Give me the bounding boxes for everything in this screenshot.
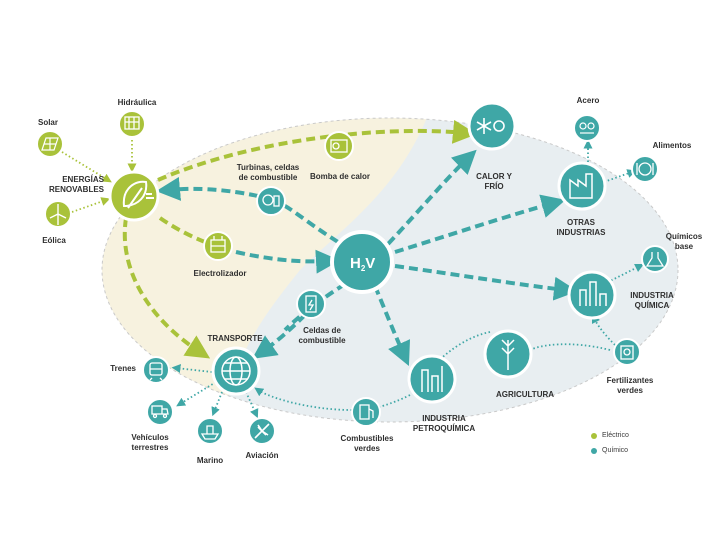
snowflake-sun-icon (476, 118, 505, 134)
label-otras: OTRAS INDUSTRIAS (556, 218, 606, 237)
label-marino: Marino (196, 456, 224, 465)
node-trenes (142, 356, 170, 384)
steel-icon (579, 122, 595, 134)
node-quimicos-base (641, 245, 669, 273)
label-petroquimica: INDUSTRIA PETROQUÍMICA (412, 414, 476, 433)
label-renovables: ENERGÍAS RENOVABLES (49, 175, 104, 194)
label-agricultura: AGRICULTURA (495, 390, 555, 399)
node-marino (196, 417, 224, 445)
fuel-cell-turbine-icon (262, 194, 280, 207)
plug-leaf-icon (122, 180, 154, 209)
label-fertilizantes: Fertilizantes verdes (606, 376, 654, 395)
label-aviacion: Aviación (245, 451, 279, 460)
label-solar: Solar (37, 118, 58, 127)
label-bomba: Bomba de calor (309, 172, 370, 181)
node-transporte (211, 346, 261, 396)
label-quimicos-base: Químicos base (665, 232, 703, 251)
node-alimentos (631, 155, 659, 183)
label-acero: Acero (576, 96, 600, 105)
node-eolica (44, 200, 72, 228)
label-eolica: Eólica (42, 236, 66, 245)
legend-chemical-label: Químico (602, 447, 629, 454)
truck-icon (151, 405, 169, 419)
node-vehiculos (146, 398, 174, 426)
electric-flows (122, 119, 477, 359)
node-bomba (324, 131, 354, 161)
label-alimentos: Alimentos (652, 141, 692, 150)
wheat-icon (501, 339, 515, 370)
electrolyzer-icon (210, 236, 226, 253)
train-icon (149, 362, 163, 381)
chemical-flows (156, 149, 578, 366)
heat-pump-icon (330, 139, 348, 153)
legend-electric-label: Eléctrico (602, 432, 629, 439)
label-turbinas: Turbinas, celdas de combustible (236, 163, 300, 182)
node-hidraulica (118, 110, 146, 138)
legend-electric-dot (591, 433, 597, 439)
food-icon (636, 162, 654, 176)
node-celdas (296, 289, 326, 319)
airplane-icon (254, 423, 270, 439)
label-industria-quimica: INDUSTRIA QUÍMICA (630, 291, 674, 310)
dam-icon (124, 116, 140, 130)
node-turbinas (256, 186, 286, 216)
ship-icon (200, 425, 220, 440)
label-calor: CALOR Y FRÍO (476, 172, 512, 191)
factory-icon (569, 173, 593, 199)
node-renovables (108, 170, 160, 222)
label-combustibles: Combustibles verdes (340, 434, 394, 453)
node-calor (467, 101, 517, 151)
node-otras (557, 161, 607, 211)
refinery-icon (421, 366, 443, 392)
battery-cell-icon (305, 295, 317, 313)
node-electrolizador (203, 231, 233, 261)
electric-dotted (61, 136, 137, 213)
legend-chemical-dot (591, 448, 597, 454)
fertilizer-icon (620, 345, 634, 360)
label-vehiculos: Vehículos terrestres (131, 433, 169, 452)
h2v-label: H2V (350, 255, 375, 273)
node-industria-quimica (567, 270, 617, 320)
label-electrolizador: Electrolizador (193, 269, 247, 278)
flask-icon (645, 252, 665, 267)
chemical-plant-icon (579, 281, 607, 306)
node-h2v: H2V (330, 230, 394, 294)
label-trenes: Trenes (110, 364, 136, 373)
label-celdas: Celdas de combustible (298, 326, 346, 345)
node-aviacion (248, 417, 276, 445)
label-hidraulica: Hidráulica (117, 98, 157, 107)
solar-panel-icon (41, 137, 59, 151)
fuel-pump-icon (359, 404, 374, 420)
node-petroquimica (407, 354, 457, 404)
node-combustibles (351, 397, 381, 427)
globe-icon (221, 356, 251, 386)
node-fertilizantes (613, 338, 641, 366)
node-agricultura (483, 329, 533, 379)
node-acero (573, 114, 601, 142)
wind-turbine-icon (49, 204, 67, 225)
node-solar (36, 130, 64, 158)
label-transporte: TRANSPORTE (207, 334, 263, 343)
